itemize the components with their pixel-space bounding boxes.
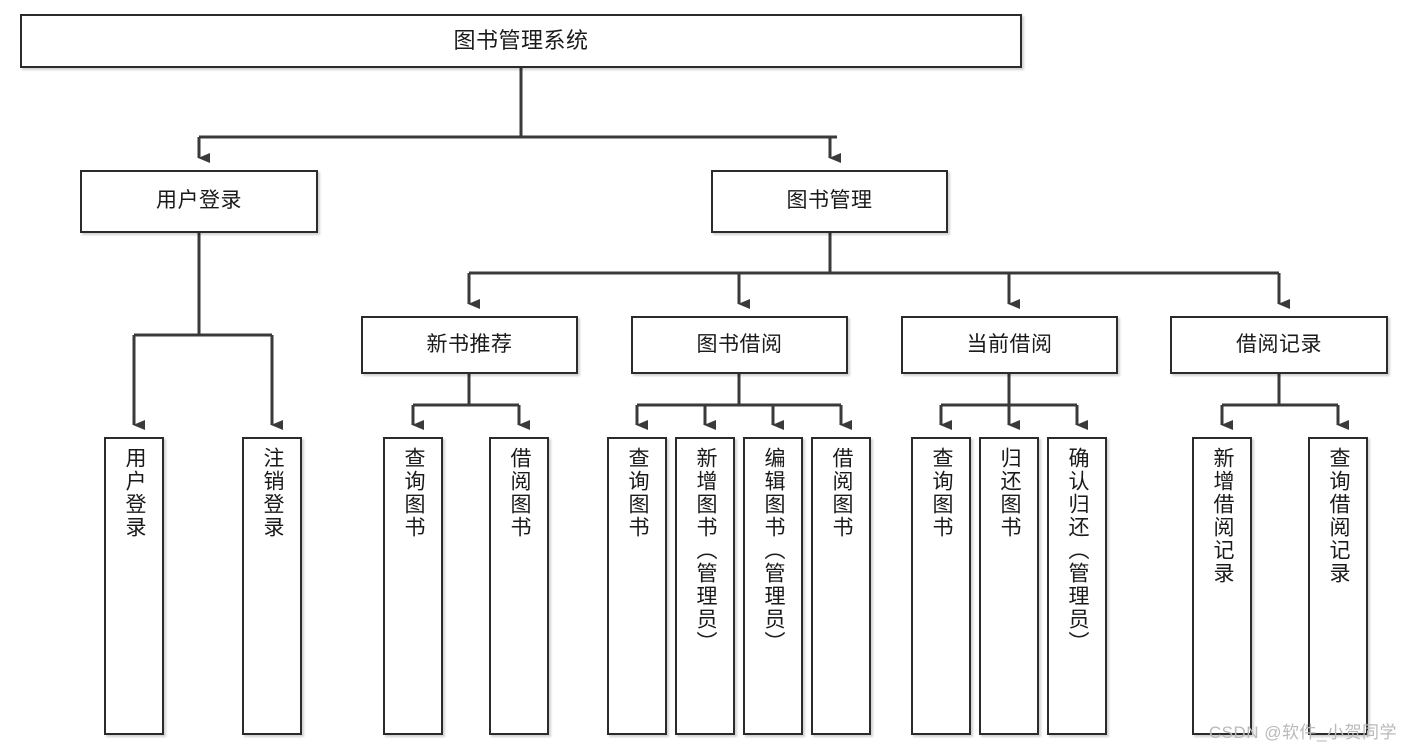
leaf-current-borrow-return[interactable]: 归还图书 [979,437,1039,735]
node-label: 图书管理 [786,189,873,213]
node-label: 查询图书 [402,447,426,539]
node-label: 注销登录 [261,447,285,539]
leaf-current-borrow-confirm-return[interactable]: 确认归还（管理员） [1047,437,1107,735]
node-label: 当前借阅 [966,332,1053,356]
leaf-book-borrow-lend[interactable]: 借阅图书 [811,437,871,735]
leaf-book-borrow-edit[interactable]: 编辑图书（管理员） [743,437,803,735]
node-label: 借阅图书 [830,447,854,539]
node-label: 新书推荐 [426,332,513,356]
leaf-borrow-record-query[interactable]: 查询借阅记录 [1308,437,1368,735]
node-book-borrow[interactable]: 图书借阅 [631,316,848,374]
leaf-new-book-borrow[interactable]: 借阅图书 [489,437,549,735]
node-label: 查询图书 [930,447,954,539]
node-root-system[interactable]: 图书管理系统 [20,14,1022,68]
watermark-text: CSDN @软件_小贺同学 [1208,723,1397,742]
node-label: 图书借阅 [696,332,783,356]
node-label: 编辑图书（管理员） [762,447,786,654]
node-label: 确认归还（管理员） [1066,447,1090,654]
node-current-borrow[interactable]: 当前借阅 [901,316,1118,374]
node-label: 借阅记录 [1236,332,1322,356]
node-label: 归还图书 [998,447,1022,539]
leaf-user-login-signout[interactable]: 注销登录 [242,437,302,735]
node-label: 新增图书（管理员） [694,447,718,654]
node-user-login[interactable]: 用户登录 [80,170,318,233]
node-label: 图书管理系统 [453,28,589,54]
node-label: 查询借阅记录 [1327,447,1351,585]
node-label: 用户登录 [123,447,147,539]
leaf-new-book-query[interactable]: 查询图书 [383,437,443,735]
node-label: 用户登录 [156,189,242,213]
node-label: 新增借阅记录 [1211,447,1235,585]
leaf-current-borrow-query[interactable]: 查询图书 [911,437,971,735]
node-borrow-record[interactable]: 借阅记录 [1170,316,1388,374]
leaf-book-borrow-add[interactable]: 新增图书（管理员） [675,437,735,735]
leaf-borrow-record-add[interactable]: 新增借阅记录 [1192,437,1252,735]
node-label: 借阅图书 [508,447,532,539]
node-label: 查询图书 [626,447,650,539]
leaf-user-login-signin[interactable]: 用户登录 [104,437,164,735]
node-new-book-recommend[interactable]: 新书推荐 [361,316,578,374]
leaf-book-borrow-query[interactable]: 查询图书 [607,437,667,735]
node-book-management[interactable]: 图书管理 [711,170,948,233]
